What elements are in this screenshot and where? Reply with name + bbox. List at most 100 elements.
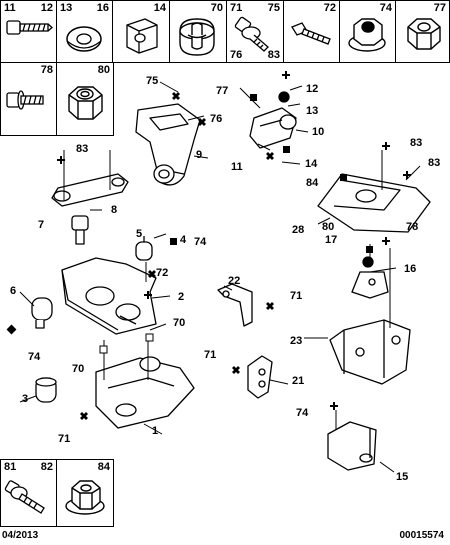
svg-text:74: 74 xyxy=(296,407,309,419)
part-cell-14: 14 xyxy=(112,0,170,63)
bracket-15 xyxy=(327,421,377,471)
part-number: 12 xyxy=(40,2,53,14)
svg-text:21: 21 xyxy=(292,375,304,387)
svg-text:74: 74 xyxy=(194,236,207,248)
part-number: 80 xyxy=(97,64,110,76)
svg-text:14: 14 xyxy=(305,158,318,170)
part-number: 75 xyxy=(267,2,280,14)
svg-text:70: 70 xyxy=(173,317,185,329)
plus-marker xyxy=(144,291,152,299)
square-marker xyxy=(6,324,17,335)
plus-marker xyxy=(282,71,290,79)
footer-date: 04/2013 xyxy=(2,530,39,541)
rubber-bush-icon xyxy=(179,18,215,56)
svg-text:15: 15 xyxy=(396,471,408,483)
svg-text:8: 8 xyxy=(111,204,117,216)
square-marker xyxy=(366,246,373,253)
part-number: 82 xyxy=(40,461,53,473)
bracket-22 xyxy=(217,283,253,327)
flange-nut-icon xyxy=(65,480,105,515)
cross-marker xyxy=(172,92,180,100)
svg-text:10: 10 xyxy=(312,126,324,138)
open-square-marker xyxy=(145,333,154,342)
part-cell-74: 74 xyxy=(339,0,396,63)
plate-28 xyxy=(317,173,431,233)
part-cell-81-82: 81 82 xyxy=(0,459,57,527)
buffer-5 xyxy=(135,236,153,261)
plus-marker xyxy=(382,142,390,150)
self-locking-nut-icon xyxy=(68,86,103,120)
part-number: 14 xyxy=(153,2,166,14)
cross-marker xyxy=(80,412,88,420)
square-marker xyxy=(283,146,290,153)
svg-text:84: 84 xyxy=(306,177,319,189)
part-number: 71 xyxy=(230,2,243,14)
part-cell-84: 84 xyxy=(56,459,114,527)
svg-text:71: 71 xyxy=(58,433,70,445)
plus-marker xyxy=(57,156,65,164)
part-cell-71-75-76-83: 71 75 76 83 xyxy=(226,0,284,63)
square-marker xyxy=(170,238,177,245)
svg-text:16: 16 xyxy=(404,263,416,275)
stud-8 xyxy=(71,215,89,245)
screw-icon xyxy=(291,22,331,45)
part-cell-77: 77 xyxy=(395,0,450,63)
part-cell-13-16: 13 16 xyxy=(56,0,113,63)
cross-marker xyxy=(266,302,274,310)
svg-text:9: 9 xyxy=(196,149,202,161)
svg-text:23: 23 xyxy=(290,335,302,347)
hex-nut-icon xyxy=(407,18,441,50)
part-number: 83 xyxy=(267,49,280,61)
svg-text:11: 11 xyxy=(231,161,243,173)
svg-text:83: 83 xyxy=(76,143,88,155)
svg-text:7: 7 xyxy=(38,219,44,231)
mount-10 xyxy=(249,107,297,149)
svg-text:83: 83 xyxy=(428,157,440,169)
part-number: 76 xyxy=(230,49,243,61)
part-cell-80: 80 xyxy=(56,62,114,136)
flange-bolt-icon xyxy=(234,16,269,52)
svg-text:70: 70 xyxy=(72,363,84,375)
svg-text:77: 77 xyxy=(216,85,228,97)
bracket-23 xyxy=(329,319,411,385)
svg-text:72: 72 xyxy=(156,267,168,279)
cross-marker xyxy=(148,270,156,278)
gearbox-mount-4 xyxy=(61,257,157,335)
footer-code: 00015574 xyxy=(399,530,445,541)
part-number: 77 xyxy=(433,2,446,14)
part-cell-11-12: 11 12 xyxy=(0,0,57,63)
part-number: 81 xyxy=(4,461,17,473)
svg-text:22: 22 xyxy=(228,275,240,287)
strap-7 xyxy=(51,173,129,207)
svg-text:28: 28 xyxy=(292,224,304,236)
cross-marker xyxy=(232,366,240,374)
part-cell-72: 72 xyxy=(283,0,340,63)
svg-text:76: 76 xyxy=(210,113,222,125)
svg-text:1: 1 xyxy=(152,425,158,437)
plus-marker xyxy=(403,171,411,179)
bracket-16 xyxy=(351,256,389,299)
svg-text:74: 74 xyxy=(28,351,41,363)
part-cell-78: 78 xyxy=(0,62,57,136)
flange-bolt-icon xyxy=(4,480,45,514)
short-bolt-icon xyxy=(6,90,44,110)
svg-text:6: 6 xyxy=(10,285,16,297)
open-square-marker xyxy=(99,345,108,354)
lower-arm-1 xyxy=(95,356,195,429)
square-marker xyxy=(250,94,257,101)
part-number: 72 xyxy=(323,2,336,14)
part-number: 13 xyxy=(60,2,73,14)
bracket-21 xyxy=(247,355,273,399)
part-number: 11 xyxy=(4,2,16,14)
svg-text:3: 3 xyxy=(22,393,28,405)
svg-text:2: 2 xyxy=(178,291,184,303)
svg-text:13: 13 xyxy=(306,105,318,117)
svg-text:17: 17 xyxy=(325,234,337,246)
part-number: 16 xyxy=(96,2,109,14)
engine-mount-bracket-9 xyxy=(135,103,201,186)
part-number: 70 xyxy=(210,2,223,14)
plus-marker xyxy=(382,237,390,245)
svg-text:71: 71 xyxy=(290,290,302,302)
svg-text:4: 4 xyxy=(180,234,187,246)
